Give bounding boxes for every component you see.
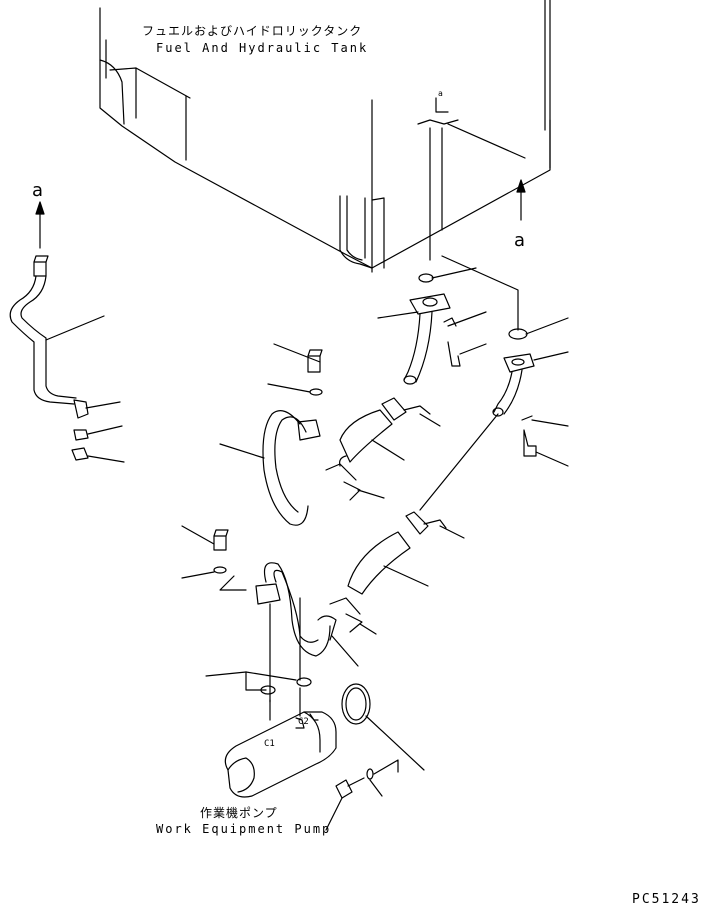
upper-u-tube	[220, 344, 322, 525]
drawing-code: PC51243	[632, 892, 701, 907]
center-upper-tube	[326, 268, 486, 500]
center-lower-tube	[330, 512, 464, 634]
leader-lines	[270, 268, 372, 702]
tank-label-en: Fuel And Hydraulic Tank	[156, 41, 369, 55]
tank-port-leaders: a	[418, 89, 525, 330]
fuel-hydraulic-tank	[100, 0, 550, 268]
pump-o-rings	[206, 672, 424, 770]
svg-text:a: a	[438, 89, 443, 98]
pump-label-en: Work Equipment Pump	[156, 822, 332, 836]
view-arrow-left-icon	[36, 202, 44, 248]
svg-text:C2: C2	[298, 717, 309, 727]
lower-u-tube	[182, 526, 358, 700]
detail-a-tube	[10, 256, 124, 462]
view-label-left: a	[32, 180, 45, 201]
view-arrow-right-icon	[517, 180, 525, 220]
pump-flange-bolt	[326, 760, 398, 830]
work-equipment-pump: C1 C2	[225, 688, 336, 797]
view-label-right: a	[514, 230, 527, 251]
pump-label-jp: 作業機ポンプ	[200, 806, 278, 820]
right-outlet-tube	[420, 318, 568, 510]
tank-label-jp: フュエルおよびハイドロリックタンク	[142, 24, 363, 38]
svg-text:C1: C1	[264, 739, 275, 749]
